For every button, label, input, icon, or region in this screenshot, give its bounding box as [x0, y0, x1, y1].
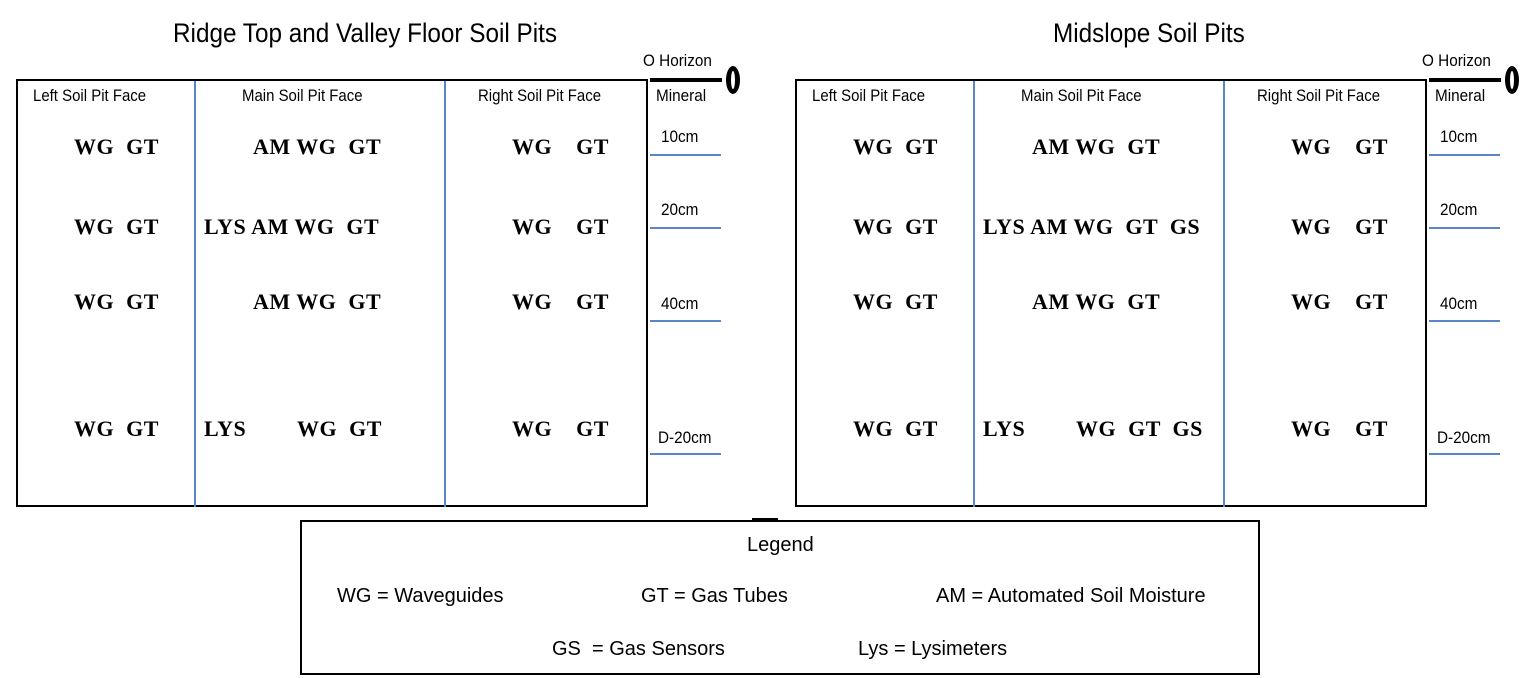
column-divider	[194, 81, 196, 507]
depth-line	[650, 453, 721, 455]
diagram-title: Ridge Top and Valley Floor Soil Pits	[173, 18, 558, 48]
column-header-main: Main Soil Pit Face	[242, 86, 363, 105]
legend-item-wg: WG = Waveguides	[337, 585, 504, 607]
sensor-codes: WG GT	[1291, 416, 1388, 441]
sensor-codes: LYS	[983, 416, 1026, 441]
sensor-codes: LYS AM WG GT GS	[983, 214, 1201, 239]
sensor-codes: AM WG GT	[1032, 134, 1161, 159]
depth-line	[1429, 227, 1500, 229]
sensor-codes: AM WG GT	[1032, 289, 1161, 314]
depth-label: 10cm	[1440, 127, 1478, 146]
column-header-left: Left Soil Pit Face	[33, 86, 147, 105]
sensor-codes: WG GT	[74, 214, 159, 239]
column-divider	[444, 81, 446, 507]
o-horizon-symbol	[1505, 66, 1519, 94]
depth-label: 10cm	[661, 127, 699, 146]
column-header-main: Main Soil Pit Face	[1021, 86, 1142, 105]
depth-line	[650, 320, 721, 322]
column-divider	[1223, 81, 1225, 507]
midslope-diagram: Midslope Soil Pits Left Soil Pit Face Ma…	[779, 0, 1530, 520]
o-horizon-label: O Horizon	[1422, 51, 1491, 70]
sensor-codes: WG GT	[297, 416, 382, 441]
legend-item-gt: GT = Gas Tubes	[641, 585, 788, 607]
sensor-codes: LYS AM WG GT	[204, 214, 380, 239]
soil-pit-box	[16, 79, 648, 507]
sensor-codes: WG GT	[74, 416, 159, 441]
legend-tick	[752, 518, 778, 521]
mineral-label: Mineral	[656, 86, 707, 105]
column-header-right: Right Soil Pit Face	[478, 86, 602, 105]
column-divider	[973, 81, 975, 507]
o-horizon-line	[1429, 78, 1501, 82]
sensor-codes: WG GT GS	[1076, 416, 1203, 441]
depth-label: 20cm	[661, 200, 699, 219]
depth-line	[1429, 320, 1500, 322]
depth-label: D-20cm	[1437, 428, 1491, 447]
legend-item-gs: GS = Gas Sensors	[552, 638, 725, 660]
sensor-codes: AM WG GT	[253, 289, 382, 314]
sensor-codes: WG GT	[1291, 289, 1388, 314]
depth-line	[1429, 453, 1500, 455]
mineral-label: Mineral	[1435, 86, 1486, 105]
sensor-codes: AM WG GT	[253, 134, 382, 159]
column-header-right: Right Soil Pit Face	[1257, 86, 1381, 105]
depth-label: 40cm	[661, 294, 699, 313]
sensor-codes: WG GT	[512, 416, 609, 441]
depth-label: 40cm	[1440, 294, 1478, 313]
sensor-codes: WG GT	[853, 289, 938, 314]
depth-line	[1429, 154, 1500, 156]
legend-box	[300, 520, 1260, 675]
sensor-codes: WG GT	[74, 134, 159, 159]
depth-label: D-20cm	[658, 428, 712, 447]
sensor-codes: LYS	[204, 416, 247, 441]
ridge-valley-diagram: Ridge Top and Valley Floor Soil Pits Lef…	[0, 0, 760, 520]
depth-line	[650, 154, 721, 156]
depth-line	[650, 227, 721, 229]
legend-title: Legend	[747, 534, 814, 556]
sensor-codes: WG GT	[1291, 134, 1388, 159]
o-horizon-line	[650, 78, 722, 82]
legend-item-lys: Lys = Lysimeters	[858, 638, 1008, 660]
diagram-title: Midslope Soil Pits	[1053, 18, 1245, 48]
o-horizon-symbol	[726, 66, 740, 94]
soil-pit-box	[795, 79, 1427, 507]
sensor-codes: WG GT	[512, 289, 609, 314]
depth-label: 20cm	[1440, 200, 1478, 219]
sensor-codes: WG GT	[1291, 214, 1388, 239]
sensor-codes: WG GT	[74, 289, 159, 314]
sensor-codes: WG GT	[853, 134, 938, 159]
sensor-codes: WG GT	[853, 214, 938, 239]
sensor-codes: WG GT	[512, 214, 609, 239]
sensor-codes: WG GT	[512, 134, 609, 159]
legend-item-am: AM = Automated Soil Moisture	[936, 585, 1206, 607]
o-horizon-label: O Horizon	[643, 51, 712, 70]
sensor-codes: WG GT	[853, 416, 938, 441]
column-header-left: Left Soil Pit Face	[812, 86, 926, 105]
